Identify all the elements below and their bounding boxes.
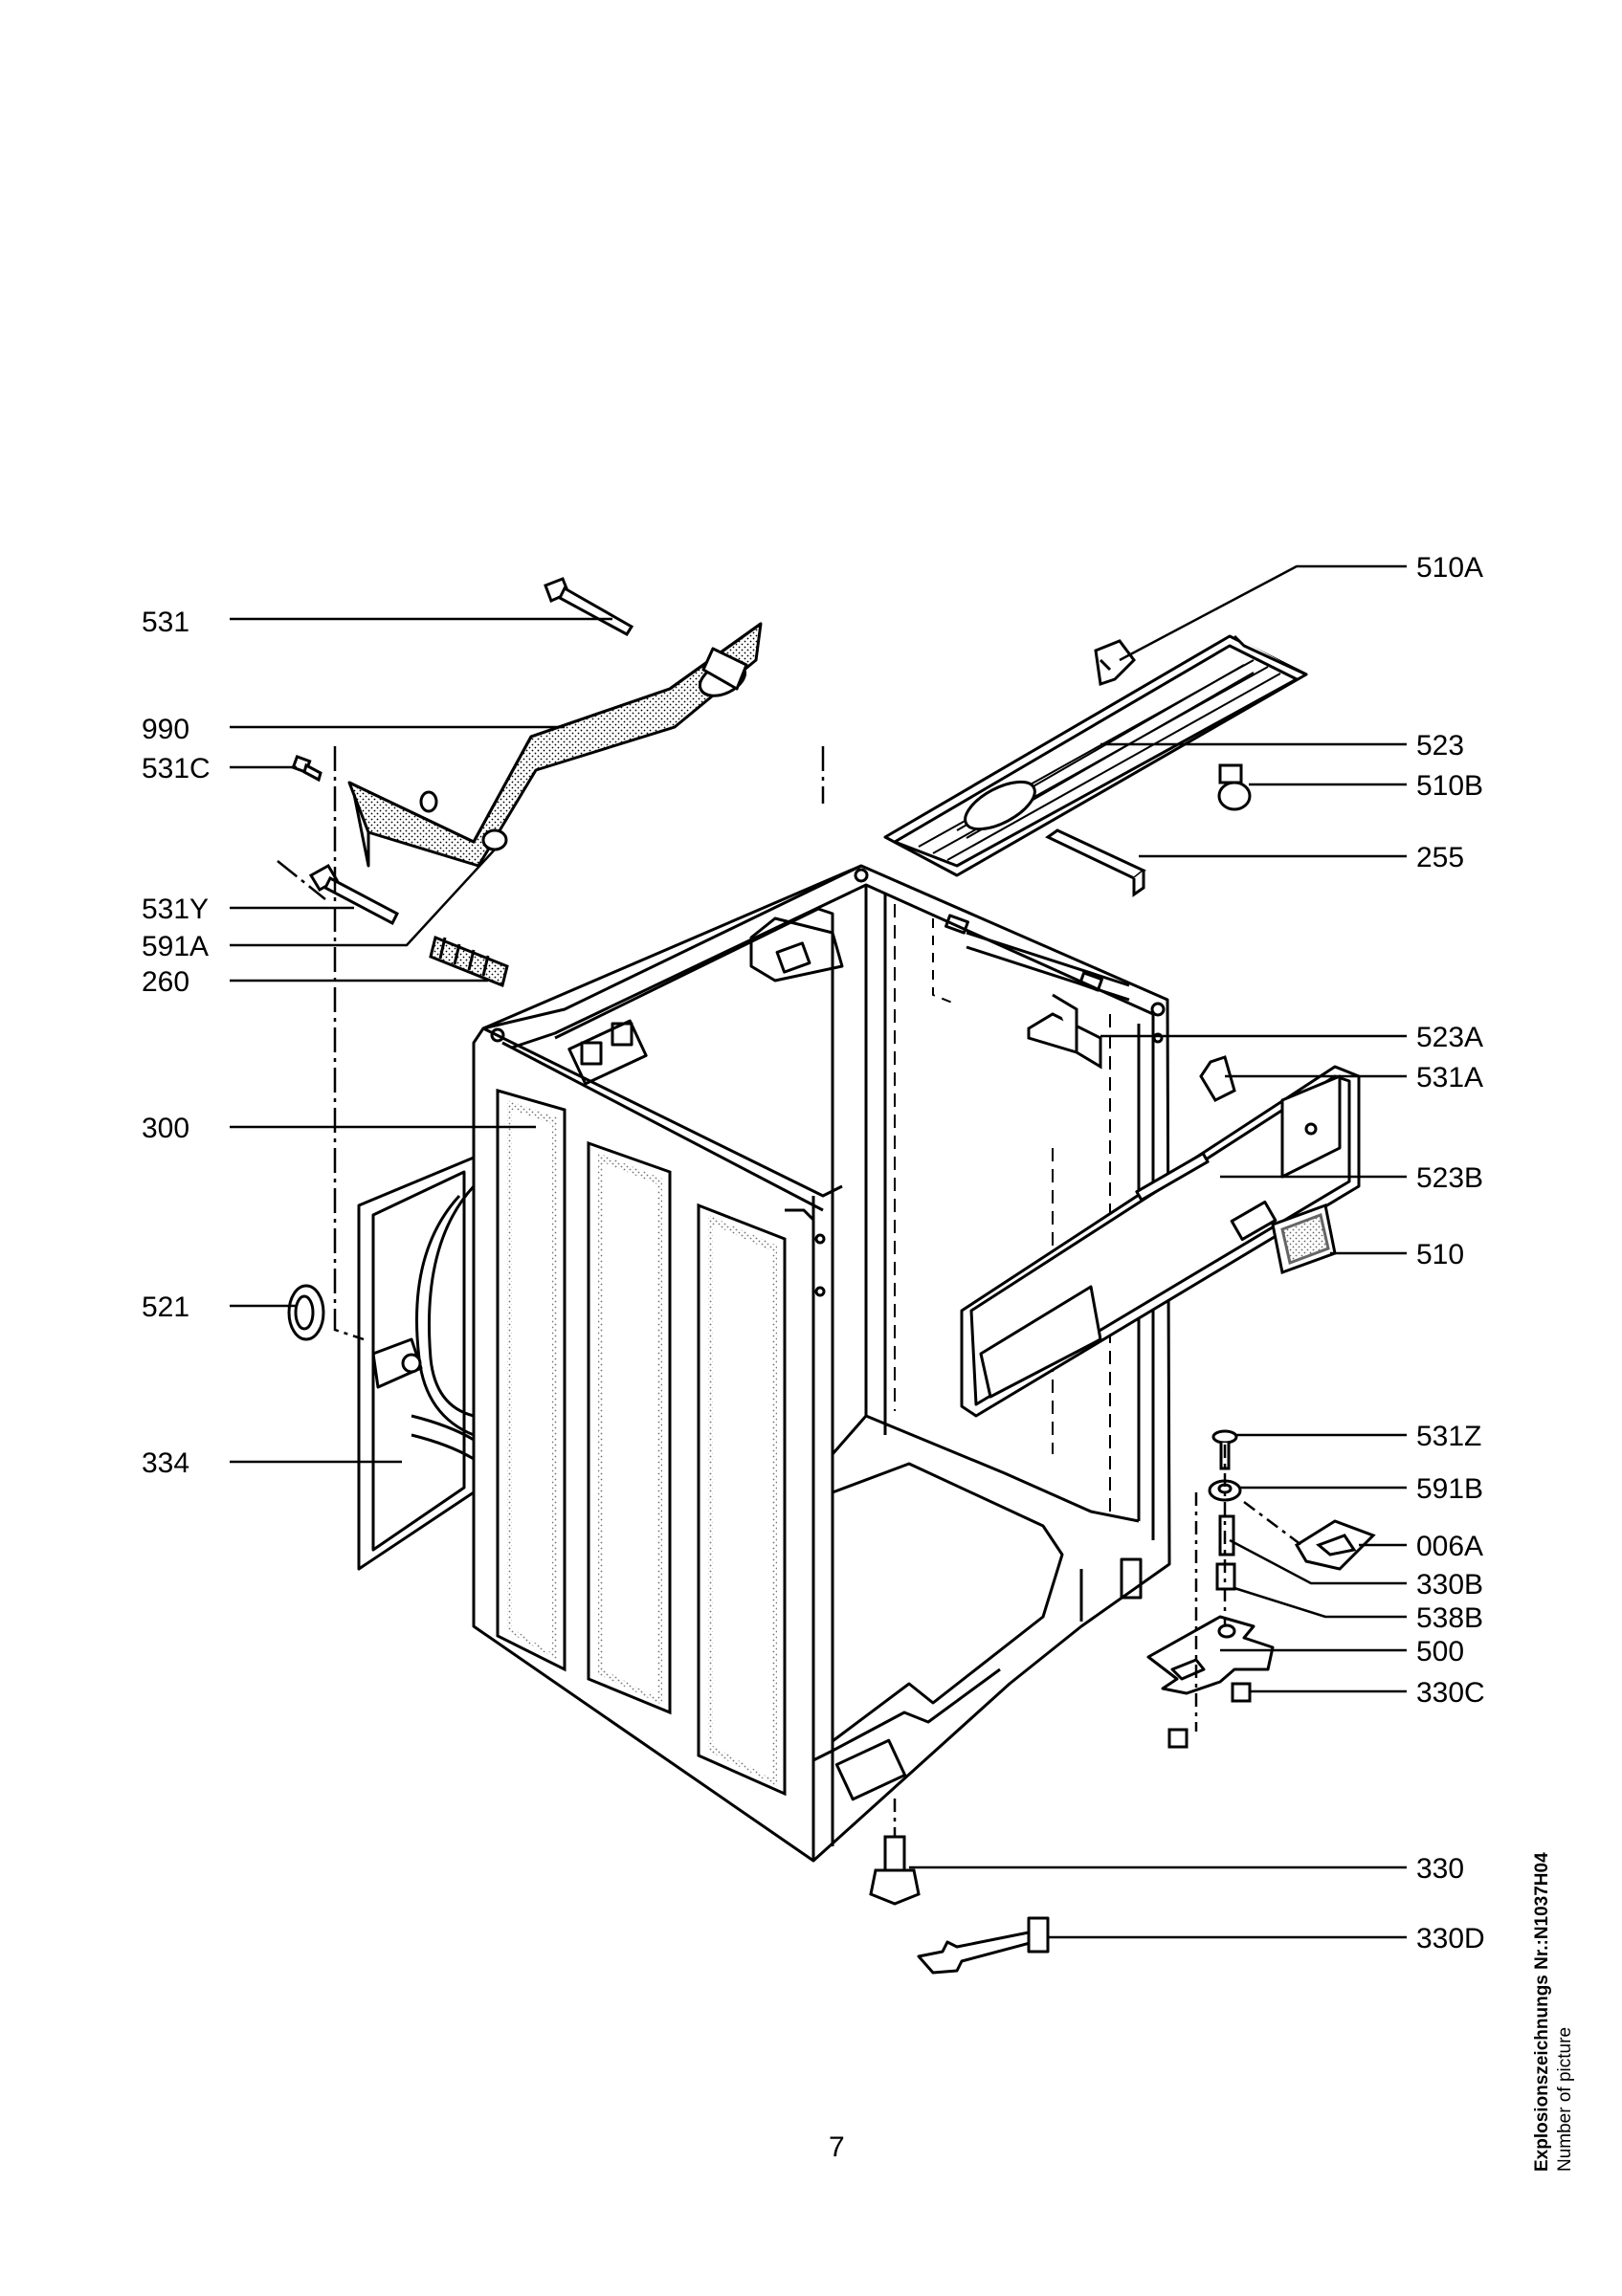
callout-523A: 523A	[1416, 1022, 1483, 1053]
callout-990: 990	[142, 714, 189, 745]
callout-591A: 591A	[142, 931, 209, 962]
part-523-top-cover	[883, 634, 1308, 877]
callout-510: 510	[1416, 1239, 1464, 1270]
callout-500: 500	[1416, 1636, 1464, 1667]
callouts-left: 531 990 531C 531Y 591A 260 300 521 334	[142, 607, 211, 1479]
part-330B-pin	[1218, 1514, 1235, 1556]
callout-510A: 510A	[1416, 552, 1483, 584]
part-330-foot	[869, 1835, 921, 1906]
part-334-side-panel	[357, 1156, 476, 1571]
callout-006A: 006A	[1416, 1531, 1483, 1562]
part-500-base-plate	[1146, 1615, 1275, 1695]
callout-523B: 523B	[1416, 1162, 1483, 1194]
part-006A-plate	[1294, 1519, 1376, 1571]
callout-538B: 538B	[1416, 1602, 1483, 1634]
callout-531Z: 531Z	[1416, 1421, 1481, 1452]
callout-531Y: 531Y	[142, 894, 209, 925]
callout-330D: 330D	[1416, 1923, 1485, 1954]
part-510-frame	[1271, 1203, 1337, 1275]
part-523A-bracket	[1027, 993, 1102, 1070]
drawing-number-label: Number of picture	[1555, 2026, 1575, 2172]
callout-531: 531	[142, 607, 189, 638]
part-531-bolt	[544, 577, 634, 636]
callout-521: 521	[142, 1292, 189, 1323]
callout-531A: 531A	[1416, 1062, 1483, 1093]
callout-330C: 330C	[1416, 1677, 1485, 1709]
part-510A-clip	[1094, 639, 1136, 686]
part-523B-control-panel	[960, 1065, 1361, 1418]
page-number: 7	[829, 2131, 845, 2163]
part-531A-clip	[1199, 1055, 1236, 1102]
part-330D-wrench	[917, 1916, 1050, 1975]
callout-260: 260	[142, 966, 189, 998]
drawing-caption: Explosionszeichnungs Nr.:N1037H04 Number…	[1531, 1502, 1577, 2172]
callout-523: 523	[1416, 730, 1464, 762]
part-260-spring	[429, 935, 509, 988]
callout-330B: 330B	[1416, 1569, 1483, 1601]
part-990-cross-brace	[347, 622, 763, 868]
drawing-number: Explosionszeichnungs Nr.:N1037H04	[1532, 1852, 1552, 2172]
side-panels	[496, 1089, 787, 1797]
part-510B-clip	[1217, 763, 1252, 811]
callout-300: 300	[142, 1113, 189, 1144]
part-255-bar	[1045, 828, 1146, 897]
callout-334: 334	[142, 1447, 189, 1479]
callouts-right: 510A 523 510B 255 523A 531A 523B 510 531…	[1416, 552, 1485, 1954]
part-591A-washer	[481, 828, 508, 851]
part-531C-screw	[291, 755, 322, 783]
leader-lines	[230, 564, 1407, 1939]
part-531Y-bolt	[308, 863, 399, 926]
callout-591B: 591B	[1416, 1473, 1483, 1505]
callout-510B: 510B	[1416, 770, 1483, 802]
callout-330: 330	[1416, 1853, 1464, 1885]
callout-255: 255	[1416, 842, 1464, 873]
part-521-ring	[287, 1284, 325, 1341]
callout-531C: 531C	[142, 753, 211, 784]
